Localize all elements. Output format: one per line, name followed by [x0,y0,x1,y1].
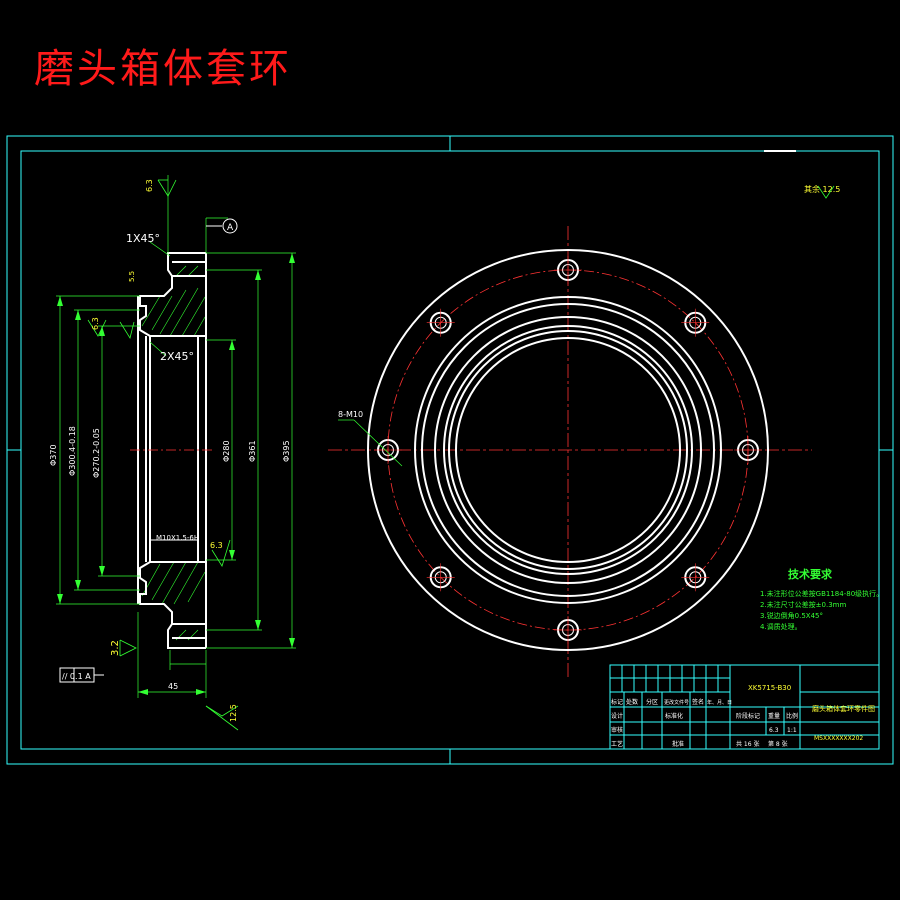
tb-change-doc: 更改文件号 [664,699,689,706]
bolt-hole [681,563,710,592]
tolerance-text: // 0.1 A [62,672,91,681]
tb-scale-label: 比例 [786,712,798,720]
bolt-hole [426,563,455,592]
drawing-number: XK5715-B30 [748,684,791,692]
part-name: 磨头箱体套环零件图 [812,704,875,713]
tb-mark: 标记 [611,698,623,706]
tb-zone: 分区 [646,698,658,706]
bolt-hole [681,308,710,337]
tolerance-frame: // 0.1 A [59,667,104,683]
roughness-marks [87,179,239,731]
bolt-hole [426,308,455,337]
roughness-bottom-value: 3.2 [110,640,121,656]
tb-process: 工艺 [611,740,623,748]
tb-weight: 6.3 [769,727,779,734]
tb-weight-label: 重量 [768,712,780,720]
hatch-upper [141,265,206,337]
tb-stage-label: 阶段标记 [736,712,760,720]
chamfer-top-label: 1X45° [126,232,160,245]
page-title: 磨头箱体套环 [34,46,292,92]
title-block: XK5715-B30 磨头箱体套环零件图 MSXXXXXXX202 标记 处数 … [609,664,880,750]
tb-review: 审核 [611,726,623,734]
tb-design: 设计 [611,712,623,720]
tech-item-4: 4.调质处理。 [760,622,802,631]
front-view: 8-M10 [328,226,812,680]
chamfer-inner-label: 2X45° [160,350,194,363]
roughness-bottom2-value: 12.5 [229,704,238,722]
roughness-corner: 其余 12.5 [804,184,840,199]
bolt-hole [734,436,762,464]
dim-right1: Φ280 [222,440,231,462]
datum-label: A [227,223,234,233]
tech-item-2: 2.未注尺寸公差按±0.3mm [760,600,846,609]
dimension-arrows [57,253,295,695]
tb-standardization: 标准化 [665,712,683,720]
tech-item-1: 1.未注形位公差按GB1184-80级执行。 [760,589,883,598]
tech-heading: 技术要求 [788,567,833,581]
section-view: A // 0.1 A 1X45° 2X45° M10X1.5-6H 6.3 6.… [49,175,296,731]
thread-note: M10X1.5-6H [156,534,199,542]
roughness-top-value: 6.3 [145,179,154,192]
tb-sheets-total: 共 16 张 [736,740,759,748]
datum-a-symbol: A [206,218,238,234]
bolt-hole [374,436,402,464]
bolt-hole [554,256,582,284]
roughness-corner-text: 其余 12.5 [804,184,840,194]
tb-sheet-no: 第 8 张 [768,740,788,748]
tech-requirements: 技术要求 1.未注形位公差按GB1184-80级执行。 2.未注尺寸公差按±0.… [760,567,883,631]
dim-right2: Φ361 [248,440,257,462]
drawing-frame [6,135,894,765]
roughness-left-value: 6.3 [91,317,100,330]
tb-sign: 签名 [692,698,704,706]
tb-count: 处数 [626,698,638,706]
bolt-hole [554,616,582,644]
dim-left3: Φ270.2-0.05 [92,428,101,478]
bolt-hole-callout: 8-M10 [338,410,363,419]
tech-item-3: 3.锐边倒角0.5X45° [760,611,823,620]
section-dimensions [56,175,296,698]
roughness-lower-value: 6.3 [210,541,223,550]
dim-width: 45 [168,682,178,691]
flange-rings [367,249,769,651]
dim-left1: Φ370 [49,444,58,466]
bolt-holes [374,256,762,644]
tb-scale: 1:1 [787,727,797,734]
dim-right3: Φ395 [282,440,291,462]
hatch-lower [141,561,206,641]
small-dim-value: 5.5 [128,271,136,282]
tb-approve: 批准 [672,740,684,748]
dim-left2: Φ300.4-0.18 [68,426,77,476]
drawing-code: MSXXXXXXX202 [814,735,863,742]
tb-date: 年、月、日 [707,699,732,706]
